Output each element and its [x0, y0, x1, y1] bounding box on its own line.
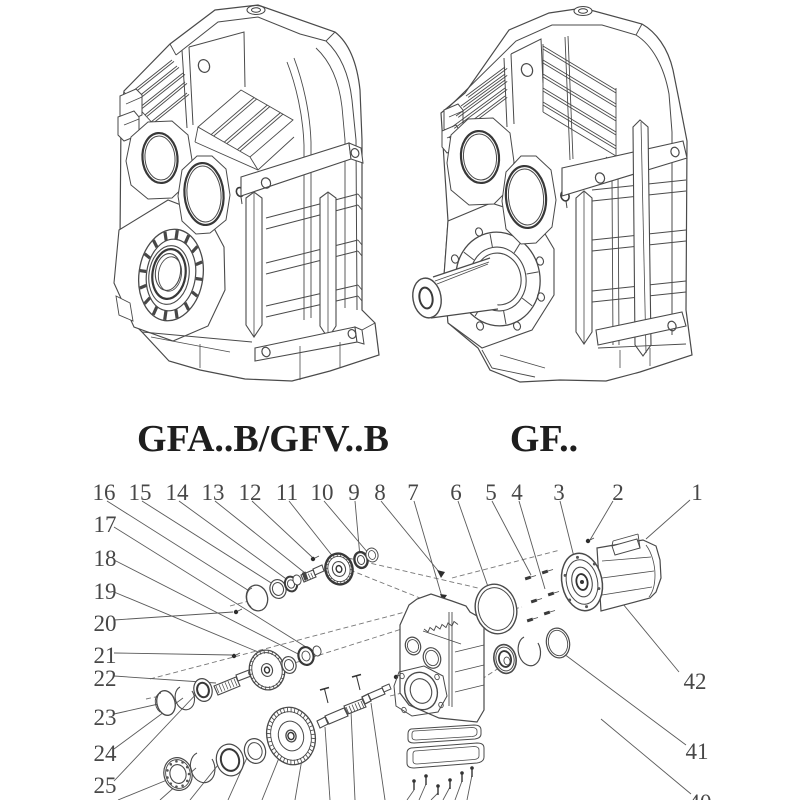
svg-text:40: 40: [689, 790, 712, 800]
svg-text:15: 15: [129, 480, 152, 505]
svg-text:7: 7: [407, 480, 419, 505]
svg-text:42: 42: [684, 669, 707, 694]
svg-text:3: 3: [553, 480, 565, 505]
svg-text:2: 2: [612, 480, 624, 505]
svg-text:16: 16: [93, 480, 116, 505]
svg-text:9: 9: [348, 480, 360, 505]
svg-text:8: 8: [374, 480, 386, 505]
svg-text:13: 13: [202, 480, 225, 505]
svg-text:21: 21: [94, 643, 117, 668]
svg-text:41: 41: [686, 739, 709, 764]
svg-text:22: 22: [94, 666, 117, 691]
svg-text:19: 19: [94, 579, 117, 604]
svg-text:24: 24: [94, 741, 118, 766]
svg-text:1: 1: [691, 480, 703, 505]
svg-text:18: 18: [94, 546, 117, 571]
svg-text:23: 23: [94, 705, 117, 730]
svg-text:6: 6: [450, 480, 462, 505]
svg-text:14: 14: [166, 480, 190, 505]
svg-text:GF..: GF..: [510, 418, 578, 460]
svg-text:10: 10: [311, 480, 334, 505]
svg-text:12: 12: [239, 480, 262, 505]
svg-text:20: 20: [94, 611, 117, 636]
svg-text:11: 11: [276, 480, 298, 505]
svg-text:5: 5: [485, 480, 497, 505]
svg-text:4: 4: [511, 480, 523, 505]
svg-text:17: 17: [94, 512, 117, 537]
svg-text:GFA..B/GFV..B: GFA..B/GFV..B: [137, 418, 389, 460]
svg-text:25: 25: [94, 773, 117, 798]
